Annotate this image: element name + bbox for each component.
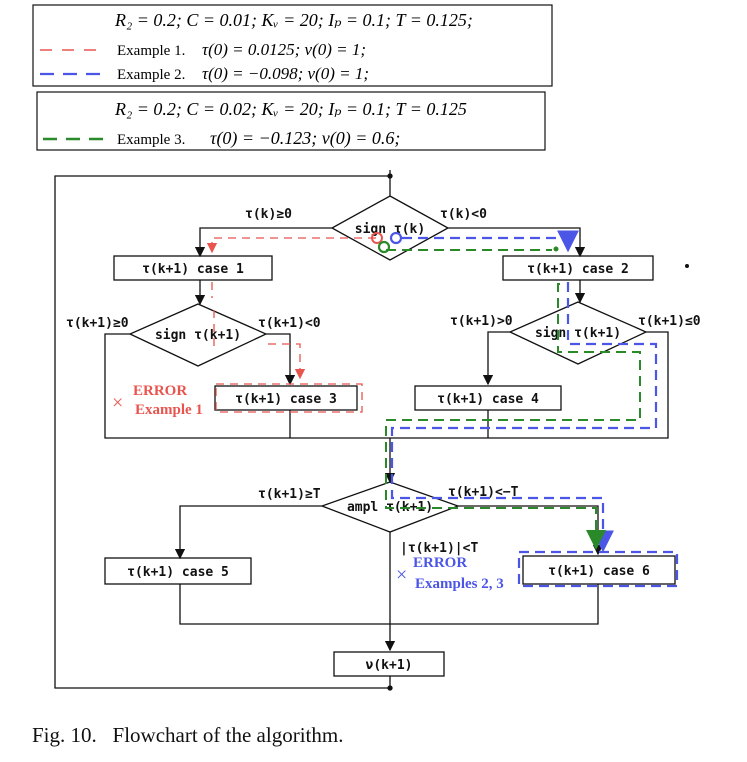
example-1-path — [206, 237, 376, 413]
example-3-waypoint — [553, 246, 559, 252]
example-3-label: Example 3. — [117, 132, 185, 148]
example-1-label: Example 1. — [117, 43, 185, 59]
case-2-box — [502, 255, 654, 281]
case-5-label: τ(k+1) case 5 — [127, 565, 229, 580]
branch-right-le-0: τ(k+1)≤0 — [638, 314, 701, 329]
error-1-title: ERROR — [133, 383, 187, 399]
branch-tau-k-lt-0: τ(k)<0 — [440, 207, 487, 222]
decision-right-label: sign τ(k+1) — [535, 326, 621, 341]
case-1-label: τ(k+1) case 1 — [142, 262, 244, 277]
branch-ge-T: τ(k+1)≥T — [258, 487, 321, 502]
decision-sign-tau-k-label: sign τ(k) — [355, 222, 425, 237]
case-5-box — [104, 557, 252, 585]
case-3-label: τ(k+1) case 3 — [235, 392, 337, 407]
legend-1-params: R₂ = 0.2; C = 0.01; Kᵥ = 20; Iₚ = 0.1; T… — [114, 10, 473, 30]
branch-left-ge-0: τ(k+1)≥0 — [66, 316, 129, 331]
case-6-box — [522, 555, 676, 585]
decision-sign-tau-k1-left — [128, 303, 268, 367]
error-1-sub: Example 1 — [135, 402, 203, 418]
branch-abs-lt-T: |τ(k+1)|<T — [400, 541, 478, 556]
feedback-loop-line — [54, 175, 390, 689]
legend-box-2: R₂ = 0.2; C = 0.02; Kᵥ = 20; Iₚ = 0.1; T… — [36, 91, 546, 151]
case-1-box — [113, 255, 273, 281]
example-3-start-marker — [377, 240, 391, 254]
decision-left-label: sign τ(k+1) — [155, 328, 241, 343]
branch-left-lt-0: τ(k+1)<0 — [258, 316, 321, 331]
error-2-x-icon: × — [396, 564, 407, 586]
example-1-start-marker — [371, 232, 383, 244]
legend-2-params: R₂ = 0.2; C = 0.02; Kᵥ = 20; Iₚ = 0.1; T… — [114, 99, 467, 119]
case-3-box — [214, 385, 358, 411]
example-3-path — [385, 249, 641, 550]
stray-dot — [685, 264, 689, 268]
decision-sign-tau-k1-right — [508, 301, 648, 365]
example-2-start-marker — [389, 231, 403, 245]
case-2-label: τ(k+1) case 2 — [527, 262, 629, 277]
error-examples-2-3: × ERROR Examples 2, 3 — [396, 555, 504, 592]
branch-tau-k-ge-0: τ(k)≥0 — [245, 207, 292, 222]
example-2-label: Example 2. — [117, 67, 185, 83]
error-2-sub: Examples 2, 3 — [415, 576, 504, 592]
example-1-init: τ(0) = 0.0125; v(0) = 1; — [202, 40, 366, 59]
case-6-label: τ(k+1) case 6 — [548, 564, 650, 579]
example-2-path — [390, 230, 679, 588]
branch-lt-neg-T: τ(k+1)<−T — [448, 485, 519, 500]
flowchart — [54, 170, 676, 691]
v-update-box — [333, 651, 445, 677]
error-example-1: × ERROR Example 1 — [112, 383, 203, 418]
error-1-x-icon: × — [112, 392, 123, 414]
figure-caption: Fig. 10. Flowchart of the algorithm. — [32, 723, 343, 747]
v-update-label: ν(k+1) — [366, 658, 413, 673]
case-4-label: τ(k+1) case 4 — [437, 392, 539, 407]
decision-sign-tau-k — [330, 195, 450, 261]
example-3-init: τ(0) = −0.123; v(0) = 0.6; — [210, 128, 400, 149]
branch-right-gt-0: τ(k+1)>0 — [450, 314, 513, 329]
legend-box-1: R₂ = 0.2; C = 0.01; Kᵥ = 20; Iₚ = 0.1; T… — [32, 4, 553, 87]
example-2-init: τ(0) = −0.098; v(0) = 1; — [202, 64, 369, 83]
error-2-title: ERROR — [413, 555, 467, 571]
